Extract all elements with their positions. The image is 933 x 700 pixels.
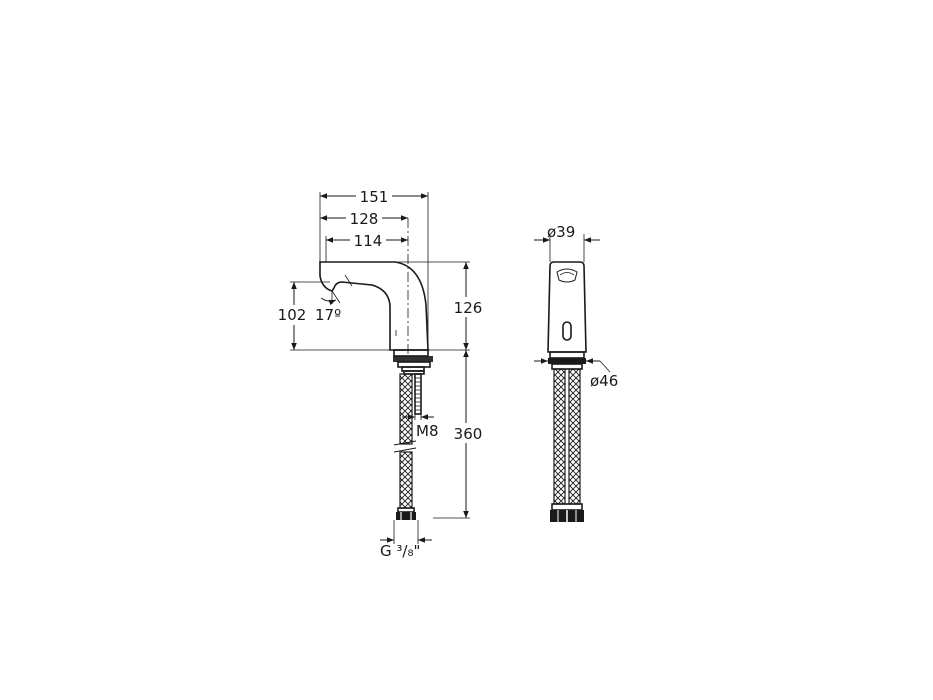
dim-151-label: 151 — [360, 188, 389, 206]
dim-128-label: 128 — [350, 210, 379, 228]
dim-360-label: 360 — [454, 425, 483, 443]
front-view: ø39 ø46 — [534, 223, 618, 522]
faucet-body-front — [547, 261, 587, 370]
dim-body-diameter-label: ø39 — [547, 223, 575, 241]
side-view: 151 128 114 126 360 102 17º M8 — [276, 187, 486, 560]
threaded-rod — [414, 373, 422, 415]
faucet-body-side — [319, 261, 433, 375]
hose-side — [393, 373, 417, 520]
hose-front — [550, 368, 584, 522]
dim-angle-label: 17º — [315, 306, 341, 324]
dim-114-label: 114 — [354, 232, 383, 250]
dim-connection-label: G ³/₈" — [380, 542, 420, 560]
dim-126-label: 126 — [454, 299, 483, 317]
dim-base-diameter-label: ø46 — [590, 372, 618, 390]
angle-mark — [320, 290, 341, 306]
dim-102-label: 102 — [278, 306, 307, 324]
dim-thread-label: M8 — [416, 422, 439, 440]
